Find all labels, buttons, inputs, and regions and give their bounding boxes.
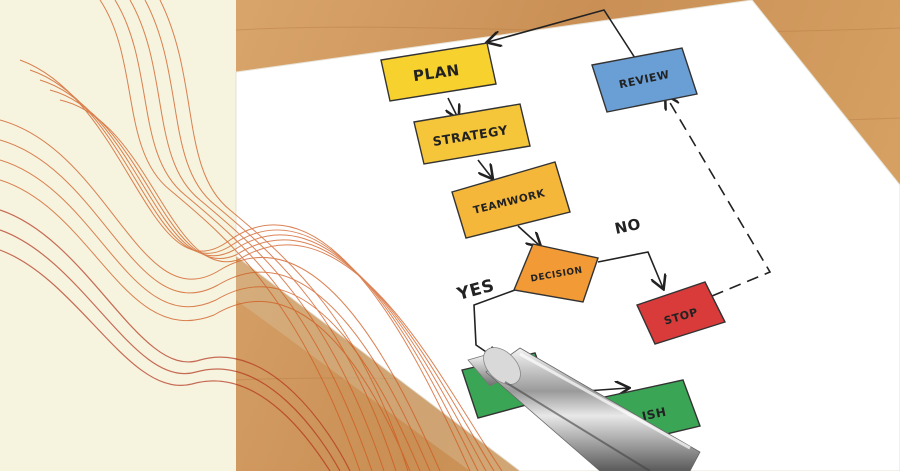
strategy-box: STRATEGY — [413, 103, 531, 165]
review-box: REVIEW — [591, 47, 698, 113]
cream-panel — [0, 0, 240, 471]
paper-sheet — [235, 0, 900, 471]
decorative-waves — [0, 0, 503, 471]
finish-label: ISH — [641, 405, 668, 424]
teamwork-box: TEAMWORK — [451, 161, 571, 239]
no-label: NO — [613, 215, 642, 238]
stop-box: STOP — [636, 281, 726, 345]
plan-box: PLAN — [380, 42, 497, 102]
silver-pen — [467, 347, 701, 471]
decision-diamond: DECISION — [513, 243, 599, 303]
flowchart-connectors — [448, 9, 772, 392]
